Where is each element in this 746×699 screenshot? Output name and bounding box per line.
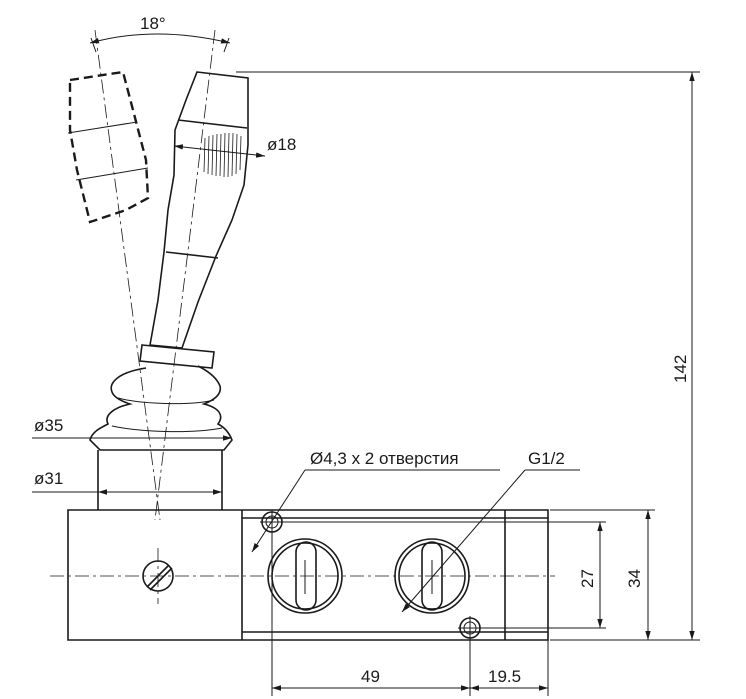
handle-diameter-dimension: ø18 bbox=[173, 135, 296, 158]
overall-height-dimension: 142 bbox=[236, 71, 700, 641]
boot-diameter-label: ø35 bbox=[34, 416, 63, 435]
hole-spacing-dimension: 27 bbox=[284, 521, 606, 629]
body-height-dimension: 34 bbox=[550, 509, 655, 640]
hole-offset-label: 19.5 bbox=[488, 667, 521, 686]
neck-diameter-dimension: ø31 bbox=[32, 469, 222, 492]
lever-alternate-position bbox=[67, 70, 150, 224]
bellows-boot bbox=[89, 365, 233, 451]
port-thread-callout: G1/2 bbox=[401, 449, 580, 613]
handle-diameter-label: ø18 bbox=[267, 135, 296, 154]
overall-height-label: 142 bbox=[671, 355, 690, 383]
body-height-label: 34 bbox=[625, 569, 644, 588]
port-left bbox=[267, 538, 343, 614]
port-right bbox=[394, 538, 470, 614]
mounting-hole-bottom bbox=[458, 616, 482, 640]
port-spacing-label: 49 bbox=[361, 667, 380, 686]
lever-handle bbox=[139, 71, 249, 369]
bottom-dimensions: 49 19.5 bbox=[271, 534, 549, 696]
holes-callout: Ø4,3 x 2 отверстия bbox=[251, 449, 500, 553]
neck-diameter-label: ø31 bbox=[34, 469, 63, 488]
angle-dimension: 18° bbox=[89, 14, 231, 53]
valve-body bbox=[50, 509, 555, 641]
angle-label: 18° bbox=[140, 14, 166, 33]
holes-note-label: Ø4,3 x 2 отверстия bbox=[310, 449, 459, 468]
side-screw bbox=[142, 548, 174, 604]
knurl-hatch bbox=[203, 132, 242, 178]
alternate-centerline bbox=[94, 29, 161, 521]
boot-diameter-dimension: ø35 bbox=[32, 416, 232, 441]
hole-spacing-label: 27 bbox=[578, 569, 597, 588]
mounting-hole-top bbox=[260, 510, 284, 534]
port-thread-label: G1/2 bbox=[528, 449, 565, 468]
